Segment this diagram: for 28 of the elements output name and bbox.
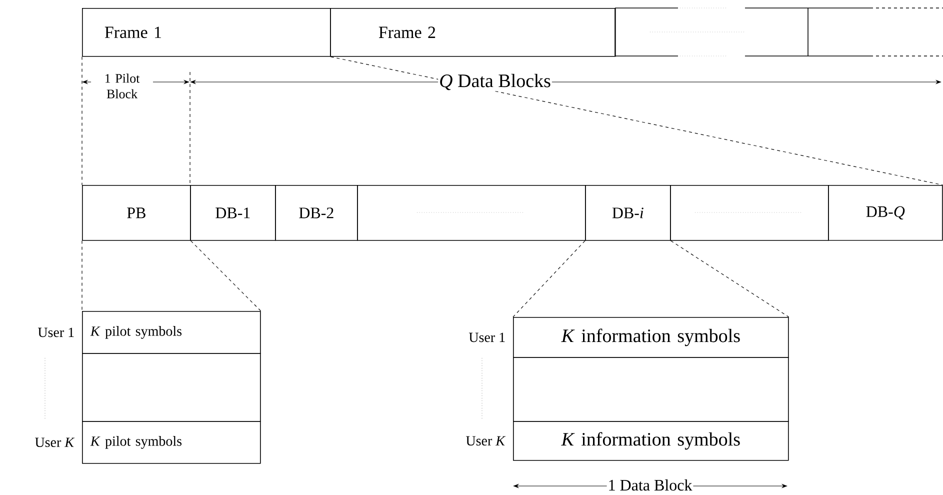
block-cell: DB-1 — [190, 185, 276, 241]
row-label: User 1 — [468, 332, 505, 342]
symbol-row: K pilot symbols — [82, 311, 261, 354]
empty-cell — [808, 8, 943, 56]
empty-cell — [614, 8, 808, 56]
block-cell: DB-Q — [828, 185, 943, 241]
zoom-line — [512, 240, 586, 318]
empty-cell — [82, 353, 261, 422]
dimension-label: 1 Pilot Block — [91, 72, 153, 100]
frame-cell: Frame 2 — [330, 8, 616, 57]
zoom-line — [190, 240, 262, 312]
dimension-label: Q Data Blocks — [438, 72, 552, 92]
frame-cell: Frame 1 — [82, 8, 331, 57]
symbol-row: K information symbols — [513, 317, 789, 358]
empty-cell — [357, 185, 586, 241]
block-cell: DB-i — [585, 185, 671, 241]
dimension-label: 1 Data Block — [606, 478, 694, 492]
empty-cell — [513, 357, 789, 422]
block-cell: PB — [82, 185, 191, 241]
row-label: User 1 — [38, 328, 74, 338]
zoom-line — [330, 56, 943, 186]
empty-cell — [670, 185, 829, 241]
row-label: User K — [466, 436, 506, 446]
row-label: User K — [35, 438, 75, 448]
zoom-line — [670, 240, 790, 318]
block-cell: DB-2 — [275, 185, 358, 241]
symbol-row: K information symbols — [513, 421, 789, 461]
symbol-row: K pilot symbols — [82, 421, 261, 464]
